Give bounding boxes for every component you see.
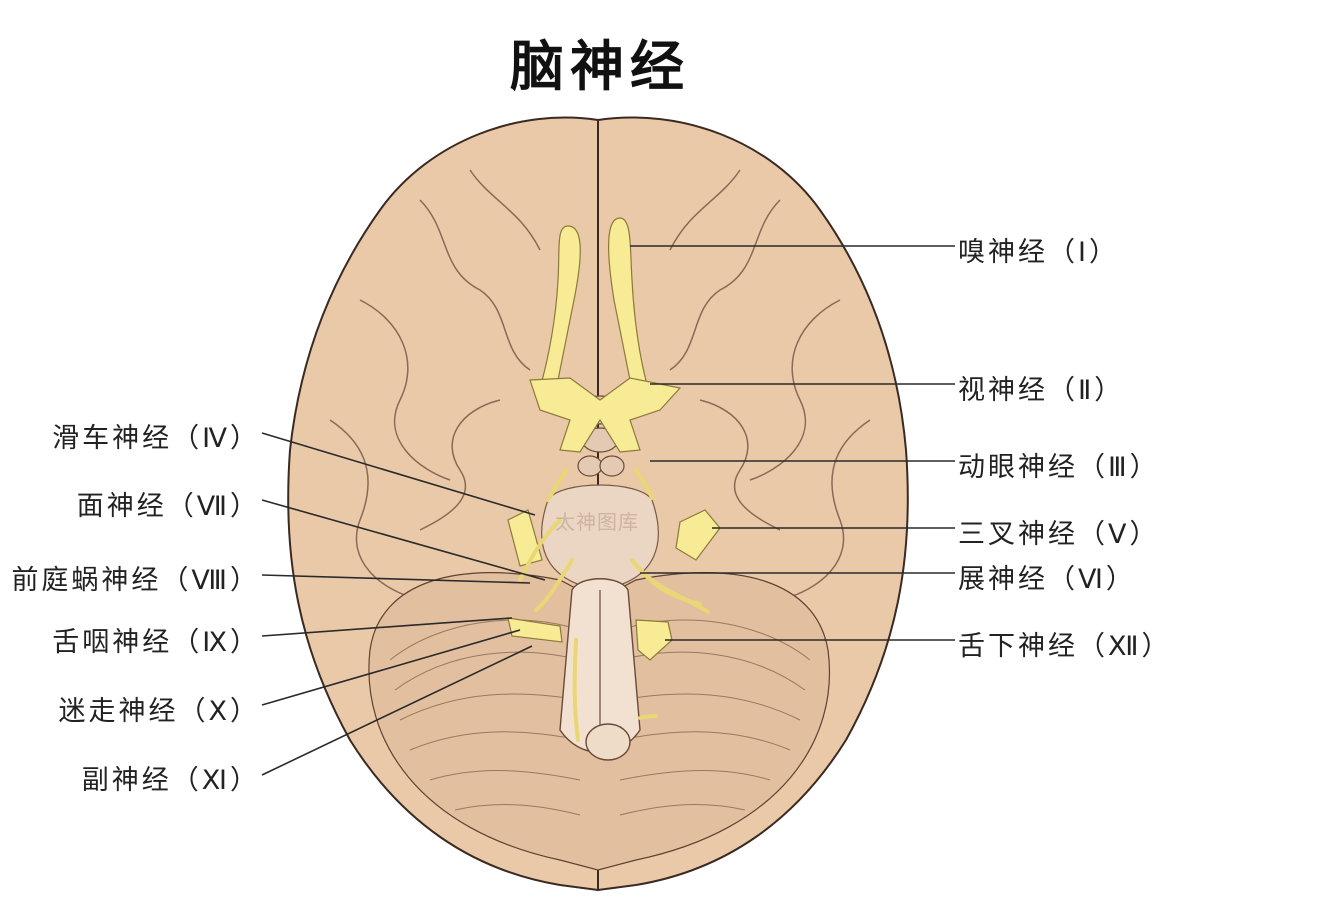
gyri-lines	[329, 169, 871, 601]
leader-trochlear	[261, 432, 536, 516]
label-glossopharyngeal: 舌咽神经（Ⅸ）	[52, 627, 260, 658]
leader-vagus	[261, 629, 521, 706]
spinal-cord-cut	[585, 723, 631, 761]
leader-vestibulocochlear	[261, 574, 531, 584]
nerve-rootlets	[518, 468, 710, 742]
leader-glossopharyngeal	[261, 617, 513, 637]
label-accessory: 副神经（Ⅺ）	[81, 765, 260, 796]
label-olfactory: 嗅神经（Ⅰ）	[958, 237, 1119, 268]
label-vagus: 迷走神经（Ⅹ）	[58, 696, 260, 727]
label-trigeminal: 三叉神经（Ⅴ）	[958, 519, 1160, 550]
label-oculomotor: 动眼神经（Ⅲ）	[958, 452, 1160, 483]
label-trochlear: 滑车神经（Ⅳ）	[52, 423, 260, 454]
label-vestibulocochlear: 前庭蜗神经（Ⅷ）	[11, 565, 260, 596]
label-facial: 面神经（Ⅶ）	[76, 491, 260, 522]
leader-lines	[261, 245, 955, 776]
label-optic: 视神经（Ⅱ）	[958, 375, 1125, 406]
vagus-rootlets	[507, 617, 563, 643]
diagram-title: 脑神经	[510, 35, 690, 98]
label-abducens: 展神经（Ⅵ）	[958, 564, 1136, 595]
cerebellum-folia	[389, 619, 811, 816]
trigeminal-right	[675, 509, 721, 561]
label-hypoglossal: 舌下神经（Ⅻ）	[958, 631, 1172, 662]
leader-facial	[261, 499, 546, 581]
hypoglossal-right	[635, 619, 673, 661]
leader-accessory	[261, 645, 533, 776]
cranial-nerves	[507, 217, 721, 661]
optic-chiasm	[529, 377, 682, 453]
watermark-text: 太神图库	[555, 510, 639, 534]
